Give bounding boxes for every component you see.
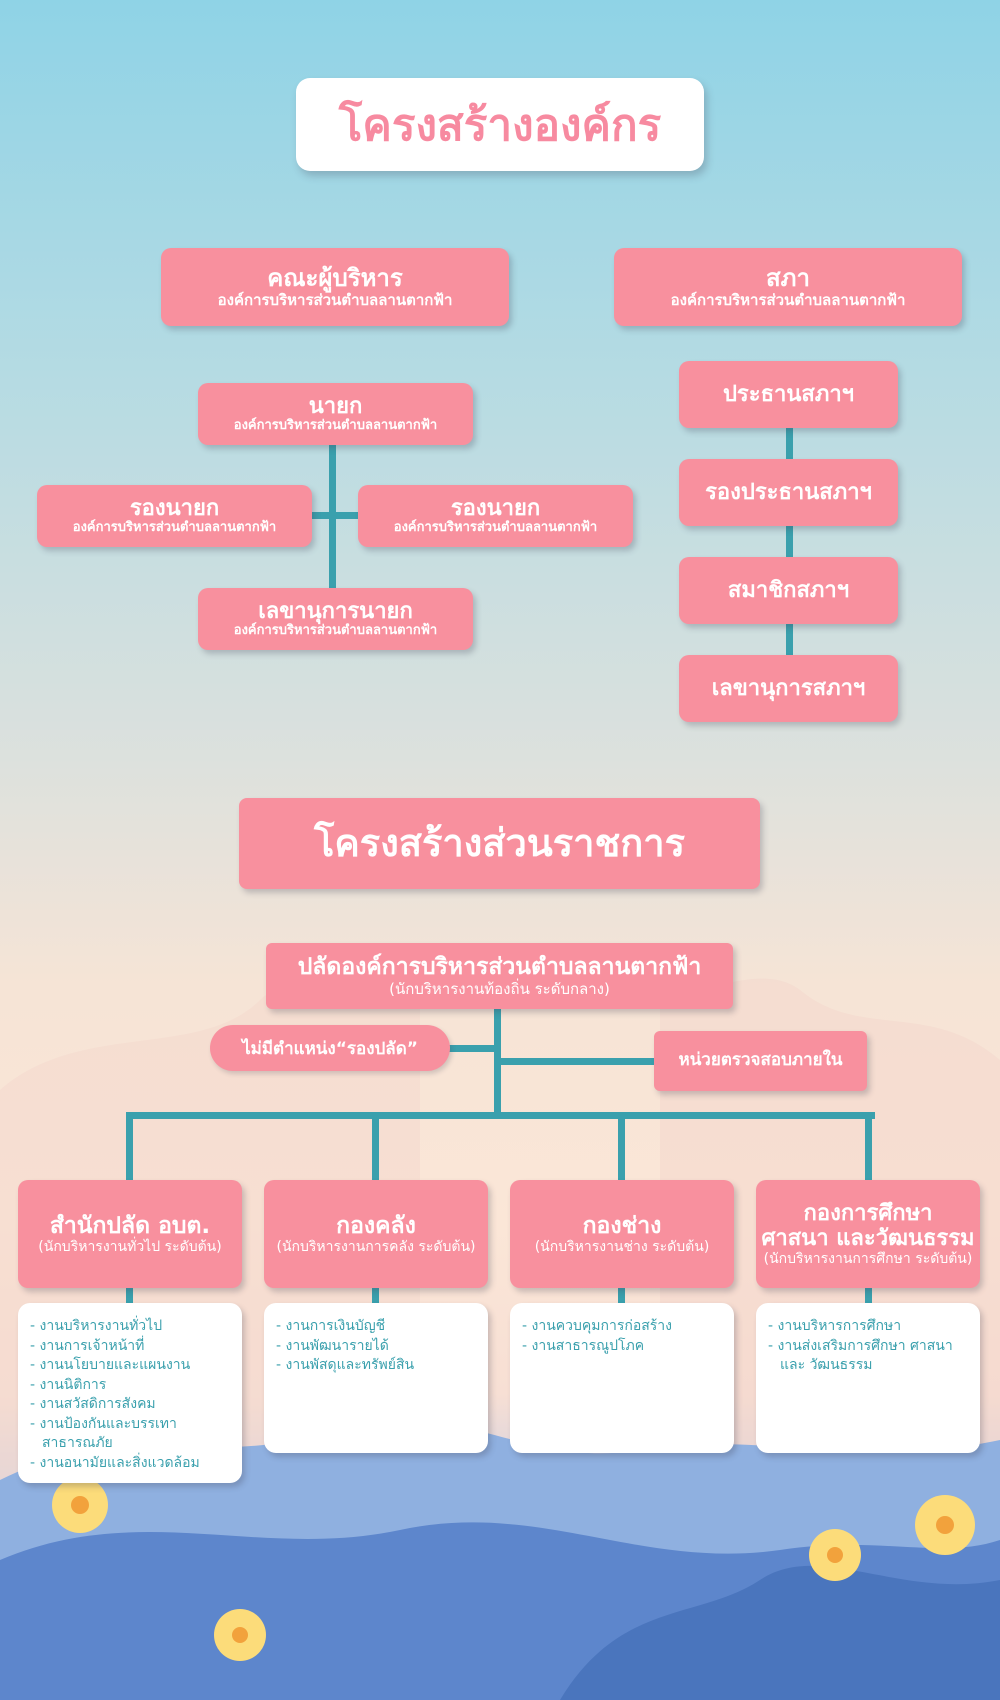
task-list: งานควบคุมการก่อสร้าง งานสาธารณูปโภค: [522, 1317, 722, 1356]
chief-administrator-subtitle: (นักบริหารงานท้องถิ่น ระดับกลาง): [389, 979, 610, 998]
task-item: งานนโยบายและแผนงาน: [30, 1356, 230, 1376]
org-structure-title-text: โครงสร้างองค์กร: [338, 99, 662, 151]
task-item: งานนิติการ: [30, 1376, 230, 1396]
division-box: กองช่าง (นักบริหารงานช่าง ระดับต้น): [510, 1180, 734, 1288]
task-item: งานพัฒนารายได้: [276, 1337, 476, 1357]
council-subtitle: องค์การบริหารส่วนตำบลลานตากฟ้า: [670, 291, 906, 310]
task-card: งานบริหารการศึกษา งานส่งเสริมการศึกษา ศา…: [756, 1303, 980, 1453]
mayor-box: นายก องค์การบริหารส่วนตำบลลานตากฟ้า: [198, 383, 473, 445]
connector-line: [308, 512, 360, 519]
council-title: สภา: [766, 263, 810, 292]
deputy-mayor-left-subtitle: องค์การบริหารส่วนตำบลลานตากฟ้า: [72, 520, 277, 536]
connector-line: [618, 1112, 625, 1182]
deputy-mayor-right-subtitle: องค์การบริหารส่วนตำบลลานตากฟ้า: [393, 520, 598, 536]
council-box: สภา องค์การบริหารส่วนตำบลลานตากฟ้า: [614, 248, 962, 326]
connector-line: [372, 1285, 379, 1305]
task-card: งานบริหารงานทั่วไป งานการเจ้าหน้าที่ งาน…: [18, 1303, 242, 1483]
division-title: กองช่าง: [582, 1212, 662, 1239]
division-subtitle: (นักบริหารงานการศึกษา ระดับต้น): [763, 1251, 973, 1268]
org-structure-title: โครงสร้างองค์กร: [296, 78, 704, 171]
division-subtitle: (นักบริหารงานการคลัง ระดับต้น): [276, 1239, 476, 1256]
division-title: กองการศึกษา: [803, 1200, 933, 1226]
no-deputy-position-text: ไม่มีตำแหน่ง“รองปลัด”: [242, 1038, 418, 1059]
task-list: งานบริหารงานทั่วไป งานการเจ้าหน้าที่ งาน…: [30, 1317, 230, 1473]
gov-structure-title-text: โครงสร้างส่วนราชการ: [313, 820, 686, 865]
council-member-box: สมาชิกสภาฯ: [679, 557, 898, 624]
mayor-subtitle: องค์การบริหารส่วนตำบลลานตากฟ้า: [233, 418, 438, 434]
task-item: งานสาธารณูปโภค: [522, 1337, 722, 1357]
chief-administrator-box: ปลัดองค์การบริหารส่วนตำบลลานตากฟ้า (นักบ…: [266, 943, 733, 1009]
connector-line: [498, 1058, 654, 1065]
connector-line: [126, 1285, 133, 1305]
chief-administrator-title: ปลัดองค์การบริหารส่วนตำบลลานตากฟ้า: [297, 954, 702, 981]
division-subtitle: (นักบริหารงานช่าง ระดับต้น): [534, 1239, 710, 1256]
task-list: งานการเงินบัญชี งานพัฒนารายได้ งานพัสดุแ…: [276, 1317, 476, 1376]
flower-icon: [52, 1477, 975, 1661]
connector-line: [865, 1112, 872, 1182]
division-title: กองคลัง: [336, 1212, 416, 1239]
connector-line: [126, 1112, 875, 1119]
mayor-secretary-box: เลขานุการนายก องค์การบริหารส่วนตำบลลานตา…: [198, 588, 473, 650]
council-secretary-box: เลขานุการสภาฯ: [679, 655, 898, 722]
task-item: งานป้องกันและบรรเทาสาธารณภัย: [30, 1415, 230, 1454]
council-vice-chair-label: รองประธานสภาฯ: [705, 479, 872, 505]
task-item: งานบริหารการศึกษา: [768, 1317, 968, 1337]
connector-line: [618, 1285, 625, 1305]
task-list: งานบริหารการศึกษา งานส่งเสริมการศึกษา ศา…: [768, 1317, 968, 1376]
connector-line: [494, 1005, 501, 1117]
task-card: งานการเงินบัญชี งานพัฒนารายได้ งานพัสดุแ…: [264, 1303, 488, 1453]
division-box: กองการศึกษา ศาสนา และวัฒนธรรม (นักบริหาร…: [756, 1180, 980, 1288]
task-item: งานการเจ้าหน้าที่: [30, 1337, 230, 1357]
connector-line: [865, 1285, 872, 1305]
council-member-label: สมาชิกสภาฯ: [727, 577, 850, 603]
task-item: งานส่งเสริมการศึกษา ศาสนา และ วัฒนธรรม: [768, 1337, 968, 1376]
connector-line: [126, 1112, 133, 1182]
deputy-mayor-right-box: รองนายก องค์การบริหารส่วนตำบลลานตากฟ้า: [358, 485, 633, 547]
division-title: สำนักปลัด อบต.: [49, 1212, 211, 1239]
task-item: งานสวัสดิการสังคม: [30, 1395, 230, 1415]
task-item: งานพัสดุและทรัพย์สิน: [276, 1356, 476, 1376]
no-deputy-position-pill: ไม่มีตำแหน่ง“รองปลัด”: [210, 1025, 450, 1071]
mayor-secretary-subtitle: องค์การบริหารส่วนตำบลลานตากฟ้า: [233, 623, 438, 639]
deputy-mayor-right-title: รองนายก: [450, 495, 541, 521]
task-item: งานการเงินบัญชี: [276, 1317, 476, 1337]
mayor-title: นายก: [308, 393, 363, 419]
division-box: กองคลัง (นักบริหารงานการคลัง ระดับต้น): [264, 1180, 488, 1288]
division-box: สำนักปลัด อบต. (นักบริหารงานทั่วไป ระดับ…: [18, 1180, 242, 1288]
connector-line: [372, 1112, 379, 1182]
internal-audit-label: หน่วยตรวจสอบภายใน: [678, 1050, 843, 1071]
council-chair-box: ประธานสภาฯ: [679, 361, 898, 428]
division-subtitle: (นักบริหารงานทั่วไป ระดับต้น): [38, 1239, 222, 1256]
mayor-secretary-title: เลขานุการนายก: [258, 598, 413, 624]
connector-line: [444, 1045, 496, 1052]
gov-structure-title: โครงสร้างส่วนราชการ: [239, 798, 760, 889]
task-item: งานควบคุมการก่อสร้าง: [522, 1317, 722, 1337]
council-secretary-label: เลขานุการสภาฯ: [711, 675, 866, 701]
task-card: งานควบคุมการก่อสร้าง งานสาธารณูปโภค: [510, 1303, 734, 1453]
connector-line: [786, 420, 793, 670]
executive-board-title: คณะผู้บริหาร: [267, 263, 403, 292]
task-item: งานอนามัยและสิ่งแวดล้อม: [30, 1454, 230, 1474]
internal-audit-box: หน่วยตรวจสอบภายใน: [654, 1031, 867, 1091]
division-title-line2: ศาสนา และวัฒนธรรม: [761, 1225, 975, 1251]
task-item: งานบริหารงานทั่วไป: [30, 1317, 230, 1337]
council-chair-label: ประธานสภาฯ: [722, 381, 855, 407]
deputy-mayor-left-box: รองนายก องค์การบริหารส่วนตำบลลานตากฟ้า: [37, 485, 312, 547]
executive-board-box: คณะผู้บริหาร องค์การบริหารส่วนตำบลลานตาก…: [161, 248, 509, 326]
connector-line: [329, 440, 336, 620]
council-vice-chair-box: รองประธานสภาฯ: [679, 459, 898, 526]
deputy-mayor-left-title: รองนายก: [129, 495, 220, 521]
executive-board-subtitle: องค์การบริหารส่วนตำบลลานตากฟ้า: [217, 291, 453, 310]
